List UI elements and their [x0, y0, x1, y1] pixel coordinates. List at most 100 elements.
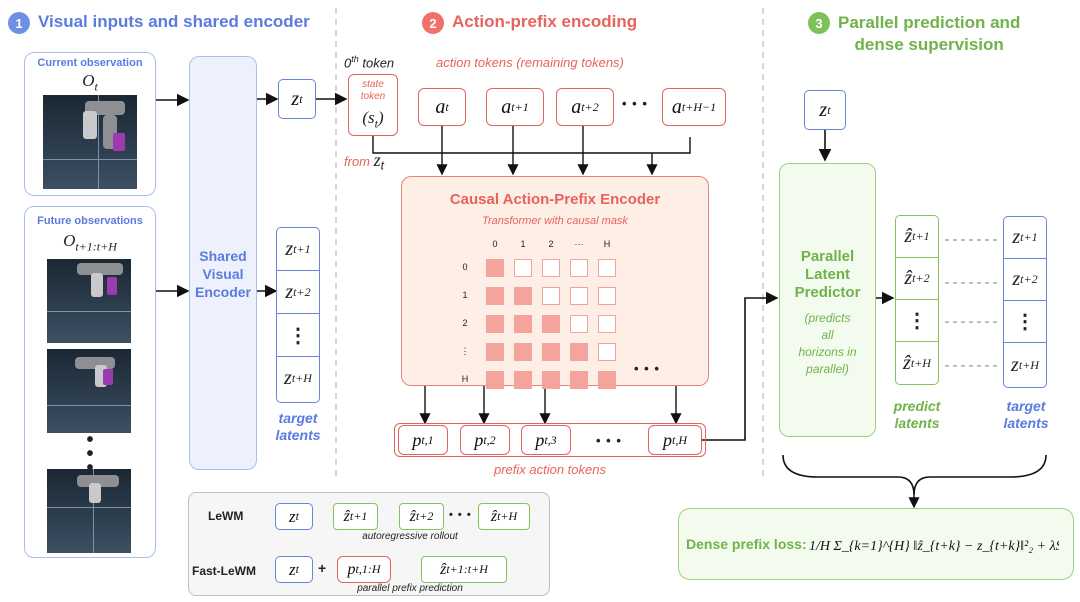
- dense-prefix-loss-box: Dense prefix loss: 1/H Σ_{k=1}^{H} ‖ẑ_{t…: [678, 508, 1074, 580]
- mask-cell: [486, 371, 504, 389]
- section-1-title: 1 Visual inputs and shared encoder: [8, 12, 310, 34]
- lewm-label: LeWM: [208, 509, 244, 523]
- future-observations-panel: Future observations Ot+1:t+H •••: [24, 206, 156, 558]
- mask-cell: [514, 315, 532, 333]
- plus-sign: +: [318, 560, 327, 576]
- mask-cell: [570, 259, 588, 277]
- future-observations-symbol: Ot+1:t+H: [63, 231, 117, 254]
- prefix-tokens-frame: [394, 423, 706, 457]
- action-ellipsis: • • •: [622, 96, 648, 111]
- prefix-action-tokens-label: prefix action tokens: [493, 462, 606, 477]
- prefix-ellipsis: • • •: [596, 433, 622, 448]
- section-3-badge: 3: [808, 12, 830, 34]
- encoder-title: Causal Action-Prefix Encoder: [449, 191, 661, 208]
- mask-col-label: 1: [520, 239, 526, 249]
- shared-visual-encoder-label: Shared Visual Encoder: [194, 248, 251, 300]
- mask-cell: [598, 343, 616, 361]
- encoder-subtitle: Transformer with causal mask: [482, 215, 628, 227]
- lewm-dots: • • •: [449, 509, 472, 521]
- future-observation-image-3: [47, 469, 131, 553]
- zeroth-token-label: 0th token: [344, 54, 395, 71]
- section-1-badge: 1: [8, 12, 30, 34]
- future-observation-image-2: [47, 349, 131, 433]
- causal-action-prefix-encoder: Causal Action-Prefix Encoder Transformer…: [401, 176, 709, 389]
- fast-caption: parallel prefix prediction: [357, 583, 463, 594]
- mask-col-label: H: [603, 239, 611, 249]
- current-observation-symbol: Ot: [82, 71, 98, 94]
- current-observation-label: Current observation: [37, 57, 143, 69]
- mask-cell: [514, 343, 532, 361]
- section-2-title: 2 Action-prefix encoding: [422, 12, 637, 34]
- future-observations-label: Future observations: [37, 215, 143, 227]
- predicted-latent-vdots: ⋮: [896, 300, 938, 342]
- mask-cell: [486, 343, 504, 361]
- mask-cell: [598, 315, 616, 333]
- mask-cell: [598, 287, 616, 305]
- mask-cell: [542, 259, 560, 277]
- section-2-title-text: Action-prefix encoding: [452, 12, 638, 31]
- mask-cell: [570, 287, 588, 305]
- loss-label: Dense prefix loss:: [686, 536, 807, 552]
- mask-cell: [486, 287, 504, 305]
- section-1-title-text: Visual inputs and shared encoder: [38, 12, 310, 31]
- loss-formula-text: 1/H Σ_{k=1}^{H} ‖ẑ_{t+k} − z_{t+k}‖²₂ + …: [809, 539, 1059, 554]
- mask-col-label: 0: [492, 239, 498, 249]
- lewm-caption: autoregressive rollout: [362, 531, 458, 542]
- shared-visual-encoder: Shared Visual Encoder: [189, 56, 257, 470]
- mask-col-label: ···: [574, 239, 584, 249]
- mask-row-label: 0: [462, 262, 468, 272]
- mask-cell: [542, 371, 560, 389]
- future-vdots: •••: [86, 429, 94, 479]
- mask-cell: [486, 315, 504, 333]
- action-tokens-label: action tokens (remaining tokens): [436, 55, 624, 70]
- mask-cell: [598, 371, 616, 389]
- section-2-badge: 2: [422, 12, 444, 34]
- mask-cell: [514, 287, 532, 305]
- target-latent-right-vdots: ⋮: [1004, 301, 1046, 343]
- mask-row-label: ⋮: [460, 346, 470, 356]
- mask-ellipsis: • • •: [634, 361, 660, 376]
- state-token-symbol: (st): [362, 108, 384, 131]
- mask-cell: [514, 371, 532, 389]
- current-observation-panel: Current observation Ot: [24, 52, 156, 196]
- mask-row-label: H: [461, 374, 469, 384]
- fast-lewm-label: Fast-LeWM: [192, 564, 256, 578]
- mask-row-label: 1: [462, 290, 468, 300]
- target-latent-vdots: ⋮: [277, 314, 319, 357]
- mask-cell: [542, 287, 560, 305]
- mask-cell: [542, 343, 560, 361]
- mask-row-label: 2: [462, 318, 468, 328]
